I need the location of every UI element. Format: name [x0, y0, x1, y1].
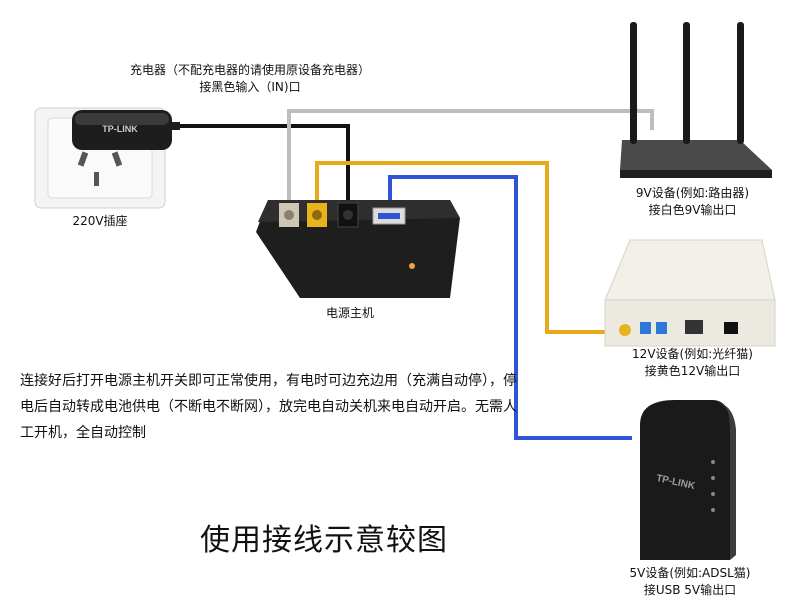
charger-label-line1: 充电器（不配充电器的请使用原设备充电器） [129, 63, 370, 77]
antenna [683, 22, 690, 144]
yellow-cable [315, 161, 618, 334]
adsl-device: TP-LINK [640, 400, 736, 560]
antenna [737, 22, 744, 144]
router-device [620, 22, 772, 178]
ont-label-line2: 接黄色12V输出口 [644, 364, 741, 378]
main-unit-label: 电源主机 [325, 306, 374, 320]
charger-label-line2: 接黑色输入（IN)口 [199, 80, 301, 94]
charger-adapter: TP-LINK [72, 110, 180, 150]
router-label-line1: 9V设备(例如:路由器) [635, 186, 750, 200]
antenna [630, 22, 637, 144]
blue-cable [388, 175, 632, 440]
adsl-label-line2: 接USB 5V输出口 [643, 583, 737, 597]
socket-label: 220V插座 [72, 214, 128, 228]
ont-device [604, 239, 776, 347]
diagram-title: 使用接线示意较图 [200, 523, 448, 558]
instructions-text: 连接好后打开电源主机开关即可正常使用，有电时可边充边用（充满自动停），停电后自动… [20, 373, 517, 441]
adsl-label-line1: 5V设备(例如:ADSL猫) [629, 566, 751, 580]
charger-brand: TP-LINK [102, 124, 138, 134]
ont-label-line1: 12V设备(例如:光纤猫) [632, 347, 753, 361]
white-cable [287, 109, 654, 200]
power-main-unit [256, 200, 460, 298]
black-cable [180, 124, 350, 200]
router-label-line2: 接白色9V输出口 [648, 203, 737, 217]
